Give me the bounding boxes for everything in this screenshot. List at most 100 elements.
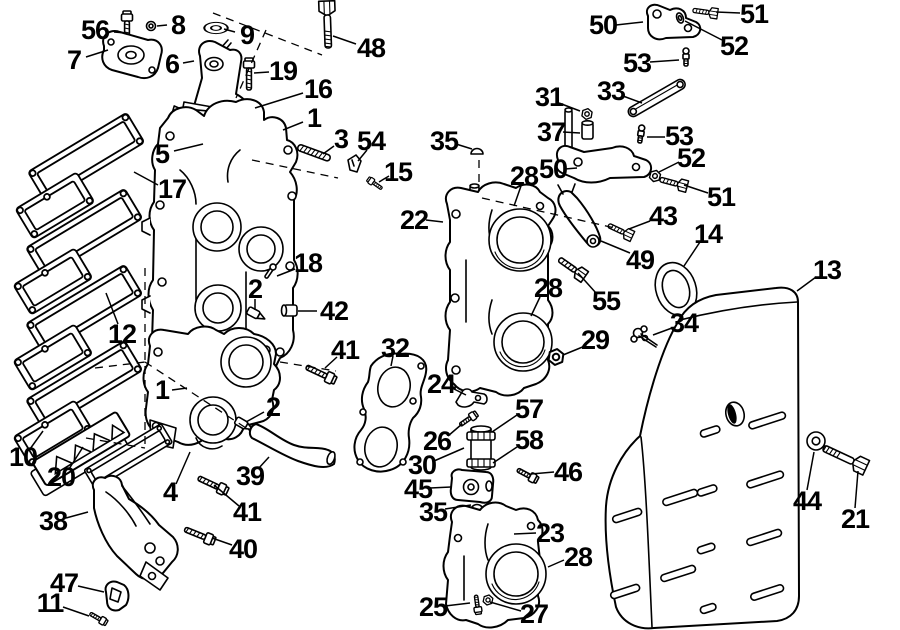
leader-line-41 bbox=[213, 484, 240, 507]
callout-39: 39 bbox=[236, 461, 265, 491]
leader-line-19 bbox=[253, 71, 270, 74]
leader-line-8 bbox=[156, 24, 168, 27]
callout-28: 28 bbox=[510, 161, 539, 191]
callout-35: 35 bbox=[419, 497, 448, 527]
alignment-dash-lines bbox=[85, 12, 616, 449]
leader-line-47 bbox=[77, 585, 105, 593]
leader-line-33 bbox=[622, 95, 643, 104]
leader-line-46 bbox=[530, 471, 555, 475]
callout-4: 4 bbox=[163, 477, 178, 507]
leader-line-3 bbox=[322, 145, 335, 155]
callout-35: 35 bbox=[430, 126, 459, 156]
leader-line-22 bbox=[425, 219, 444, 223]
leader-line-13 bbox=[796, 276, 817, 292]
leader-line-35 bbox=[444, 504, 472, 510]
callout-8: 8 bbox=[171, 10, 186, 40]
callout-40: 40 bbox=[229, 534, 257, 564]
leader-line-44 bbox=[806, 451, 815, 491]
link-rod-33 bbox=[627, 78, 686, 118]
callout-43: 43 bbox=[649, 201, 678, 231]
callout-22: 22 bbox=[400, 205, 428, 235]
washer-44 bbox=[806, 431, 826, 451]
leader-line-39 bbox=[257, 456, 270, 470]
callout-49: 49 bbox=[626, 245, 655, 275]
plug-42 bbox=[280, 304, 298, 317]
leader-line-21 bbox=[854, 470, 859, 509]
leader-line-30 bbox=[433, 447, 465, 462]
callout-10: 10 bbox=[9, 442, 37, 472]
gasket-32 bbox=[353, 352, 428, 473]
callout-54: 54 bbox=[357, 126, 386, 156]
leader-line-16 bbox=[254, 92, 304, 109]
callout-5: 5 bbox=[155, 139, 170, 169]
leader-line-26 bbox=[447, 423, 463, 437]
leader-line-51 bbox=[715, 11, 741, 14]
callout-56: 56 bbox=[81, 15, 110, 45]
leader-line-28 bbox=[547, 559, 565, 568]
leader-line-41 bbox=[324, 356, 338, 369]
callout-46: 46 bbox=[554, 457, 583, 487]
leader-line-31 bbox=[558, 102, 581, 112]
leader-line-35 bbox=[455, 143, 473, 150]
fitting-2-upper bbox=[246, 306, 266, 320]
bracket-38 bbox=[91, 474, 179, 591]
leader-line-28 bbox=[513, 185, 522, 207]
callout-1: 1 bbox=[155, 375, 170, 405]
callout-1: 1 bbox=[307, 103, 322, 133]
leader-line-48 bbox=[332, 35, 357, 45]
leader-line-43 bbox=[628, 220, 651, 230]
leader-line-49 bbox=[600, 240, 631, 254]
callout-41: 41 bbox=[233, 497, 262, 527]
callout-58: 58 bbox=[515, 425, 544, 455]
callout-37: 37 bbox=[537, 117, 565, 147]
clip-54 bbox=[347, 154, 362, 173]
clamp-58 bbox=[466, 458, 496, 468]
callout-50: 50 bbox=[539, 154, 567, 184]
leader-line-53 bbox=[649, 59, 680, 63]
valve-30 bbox=[466, 425, 496, 471]
callout-13: 13 bbox=[813, 255, 842, 285]
callout-21: 21 bbox=[841, 504, 870, 534]
alignment-dash-line bbox=[481, 197, 616, 229]
callout-24: 24 bbox=[427, 369, 456, 399]
leader-line-52 bbox=[658, 161, 680, 173]
callout-20: 20 bbox=[47, 462, 75, 492]
fitting-2-lower bbox=[233, 416, 254, 431]
leader-line-1 bbox=[282, 121, 304, 131]
leader-line-14 bbox=[683, 241, 701, 267]
grommet-8 bbox=[145, 20, 157, 32]
leader-line-20 bbox=[68, 446, 84, 470]
callout-28: 28 bbox=[564, 542, 593, 572]
callout-7: 7 bbox=[67, 45, 81, 75]
leader-line-58 bbox=[492, 446, 518, 464]
leader-line-57 bbox=[491, 414, 518, 433]
leader-line-45 bbox=[429, 486, 452, 489]
callout-11: 11 bbox=[37, 588, 65, 618]
alignment-dash-line bbox=[279, 361, 337, 372]
callout-33: 33 bbox=[597, 76, 626, 106]
leader-line-5 bbox=[173, 143, 204, 152]
pin-18 bbox=[264, 263, 277, 279]
washer-9 bbox=[203, 21, 229, 35]
callout-23: 23 bbox=[536, 518, 565, 548]
callout-53: 53 bbox=[665, 121, 694, 151]
leader-line-10 bbox=[29, 430, 44, 450]
callout-41: 41 bbox=[331, 335, 360, 365]
leader-line-54 bbox=[357, 149, 368, 162]
callout-51: 51 bbox=[707, 182, 736, 212]
callout-30: 30 bbox=[408, 450, 436, 480]
alignment-dash-line bbox=[212, 12, 323, 56]
callout-44: 44 bbox=[793, 486, 822, 516]
leader-line-17 bbox=[133, 171, 159, 186]
leader-line-56 bbox=[113, 31, 127, 34]
leader-line-18 bbox=[276, 268, 296, 277]
callout-45: 45 bbox=[404, 474, 433, 504]
callout-28: 28 bbox=[534, 273, 563, 303]
callout-34: 34 bbox=[670, 308, 699, 338]
leader-line-1 bbox=[171, 387, 188, 391]
callout-52: 52 bbox=[677, 143, 705, 173]
callout-15: 15 bbox=[384, 157, 413, 187]
callout-48: 48 bbox=[357, 33, 386, 63]
